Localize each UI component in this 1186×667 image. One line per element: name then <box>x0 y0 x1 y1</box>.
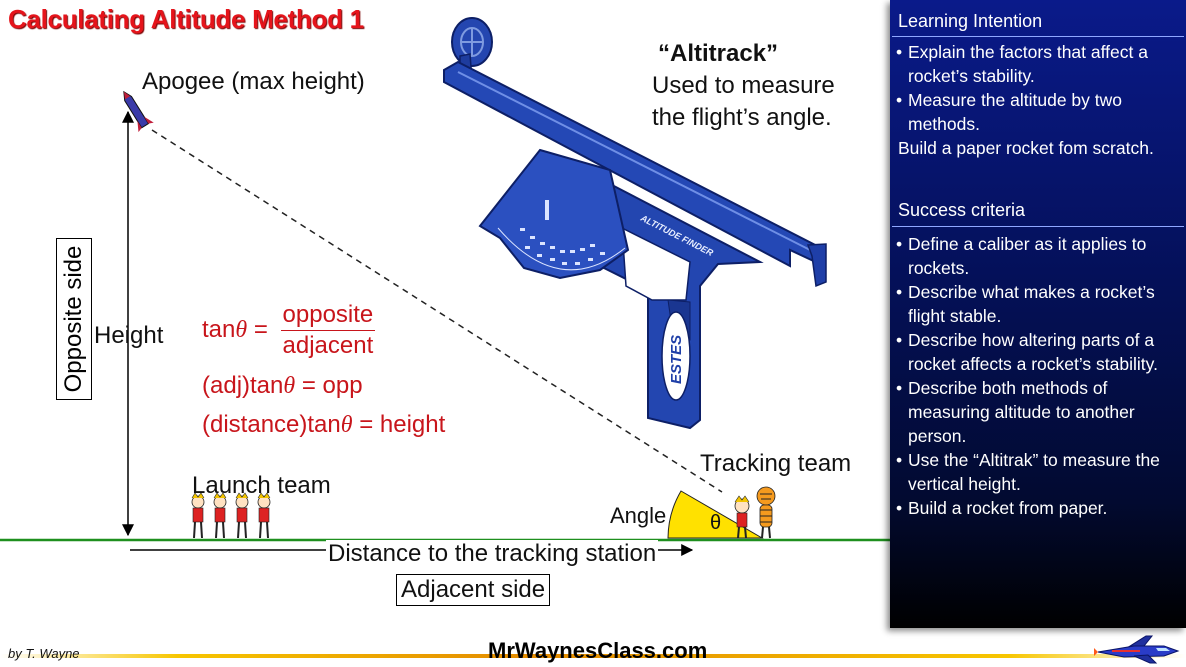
success-criteria-list: Define a caliber as it applies to rocket… <box>896 232 1180 520</box>
objectives-panel: Learning Intention Explain the factors t… <box>890 0 1186 628</box>
list-item: Describe both methods of measuring altit… <box>896 376 1180 448</box>
list-item: Explain the factors that affect a rocket… <box>896 40 1180 88</box>
success-criteria-heading: Success criteria <box>898 200 1026 220</box>
apogee-label: Apogee (max height) <box>142 68 365 95</box>
altitrack-device-image: ALTITUDE FINDER ESTES <box>443 17 827 430</box>
list-item: Describe how altering parts of a rocket … <box>896 328 1180 376</box>
angle-label: Angle <box>610 503 667 528</box>
panel-divider <box>892 226 1184 227</box>
site-name: MrWaynesClass.com <box>488 638 708 663</box>
list-item: Define a caliber as it applies to rocket… <box>896 232 1180 280</box>
height-label: Height <box>94 322 164 349</box>
formula-adj-opp: (adj)tanθ = opp <box>202 372 363 399</box>
rocket-icon <box>123 90 154 133</box>
list-item: Use the “Altitrak” to measure the vertic… <box>896 448 1180 496</box>
theta-symbol: θ <box>710 512 722 534</box>
tracking-team-figures <box>734 486 776 539</box>
launch-team-label: Launch team <box>192 472 331 499</box>
list-item: Measure the altitude by two methods. <box>896 88 1180 136</box>
distance-label: Distance to the tracking station <box>326 540 659 568</box>
list-item: Build a paper rocket fom scratch. <box>898 138 1154 158</box>
tracking-team-label: Tracking team <box>700 450 852 477</box>
footer-rule <box>0 654 1186 658</box>
estes-brand-logo: ESTES <box>668 335 685 384</box>
altitrack-title: “Altitrack” <box>658 40 779 67</box>
altitude-diagram: ALTITUDE FINDER ESTES <box>0 17 890 556</box>
formula-distance-height: (distance)tanθ = height <box>202 411 446 438</box>
page-title: Calculating Altitude Method 1 <box>8 4 364 34</box>
author-byline: by T. Wayne <box>8 646 80 661</box>
altitrack-description: Used to measure the flight’s angle. <box>652 72 835 131</box>
jet-icon <box>1094 635 1180 664</box>
learning-intention-list: Explain the factors that affect a rocket… <box>896 40 1180 160</box>
list-item: Build a rocket from paper. <box>896 496 1180 520</box>
launch-team-figures <box>191 492 271 539</box>
line-of-sight <box>151 129 723 493</box>
list-item: Describe what makes a rocket’s flight st… <box>896 280 1180 328</box>
adjacent-side-label: Adjacent side <box>396 574 551 606</box>
opposite-side-label: Opposite side <box>56 238 92 400</box>
learning-intention-heading: Learning Intention <box>898 11 1043 31</box>
panel-divider <box>892 36 1184 37</box>
